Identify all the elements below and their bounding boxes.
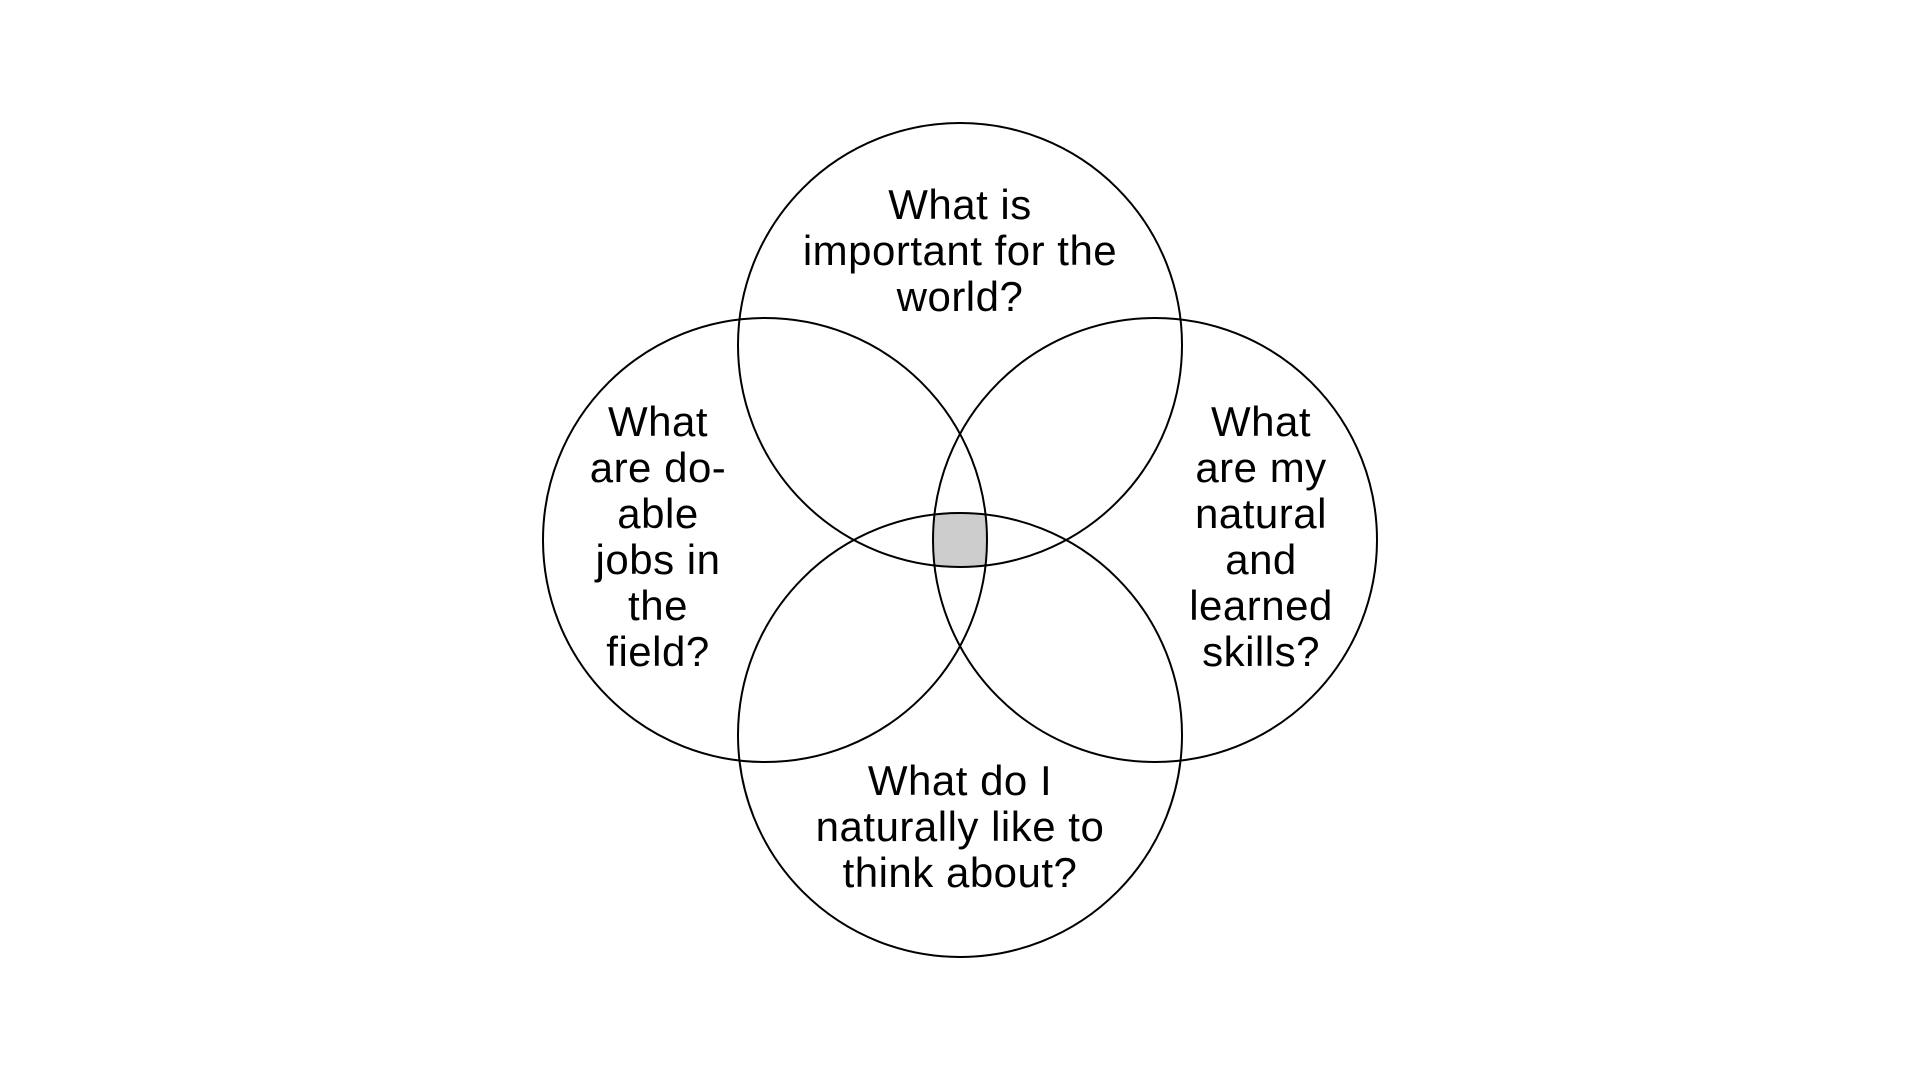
- question-bottom: What do I naturally like to think about?: [816, 758, 1105, 896]
- question-line: are do-: [589, 444, 727, 491]
- question-line: and: [1225, 536, 1297, 583]
- question-line: What is: [888, 181, 1032, 228]
- circle-left: [542, 317, 988, 763]
- question-line: important for the: [802, 227, 1118, 274]
- question-line: world?: [896, 273, 1024, 320]
- question-line: skills?: [1202, 628, 1320, 675]
- question-line: able: [617, 490, 699, 537]
- question-line: What: [1210, 398, 1312, 445]
- center-overlap-region: [933, 513, 987, 567]
- circle-bottom: [737, 512, 1183, 958]
- question-line: naturally like to: [815, 803, 1105, 850]
- circle-top: [737, 122, 1183, 568]
- question-line: think about?: [842, 849, 1078, 896]
- question-line: field?: [606, 628, 710, 675]
- question-line: natural: [1195, 490, 1327, 537]
- question-line: the: [628, 582, 688, 629]
- question-right: What are my natural and learned skills?: [1189, 399, 1333, 675]
- question-left: What are do- able jobs in the field?: [590, 399, 727, 675]
- question-top: What is important for the world?: [803, 182, 1117, 320]
- question-line: learned: [1189, 582, 1333, 629]
- question-line: What do I: [867, 757, 1053, 804]
- question-line: What: [607, 398, 709, 445]
- question-line: are my: [1195, 444, 1327, 491]
- circle-right: [932, 317, 1378, 763]
- question-line: jobs in: [595, 536, 721, 583]
